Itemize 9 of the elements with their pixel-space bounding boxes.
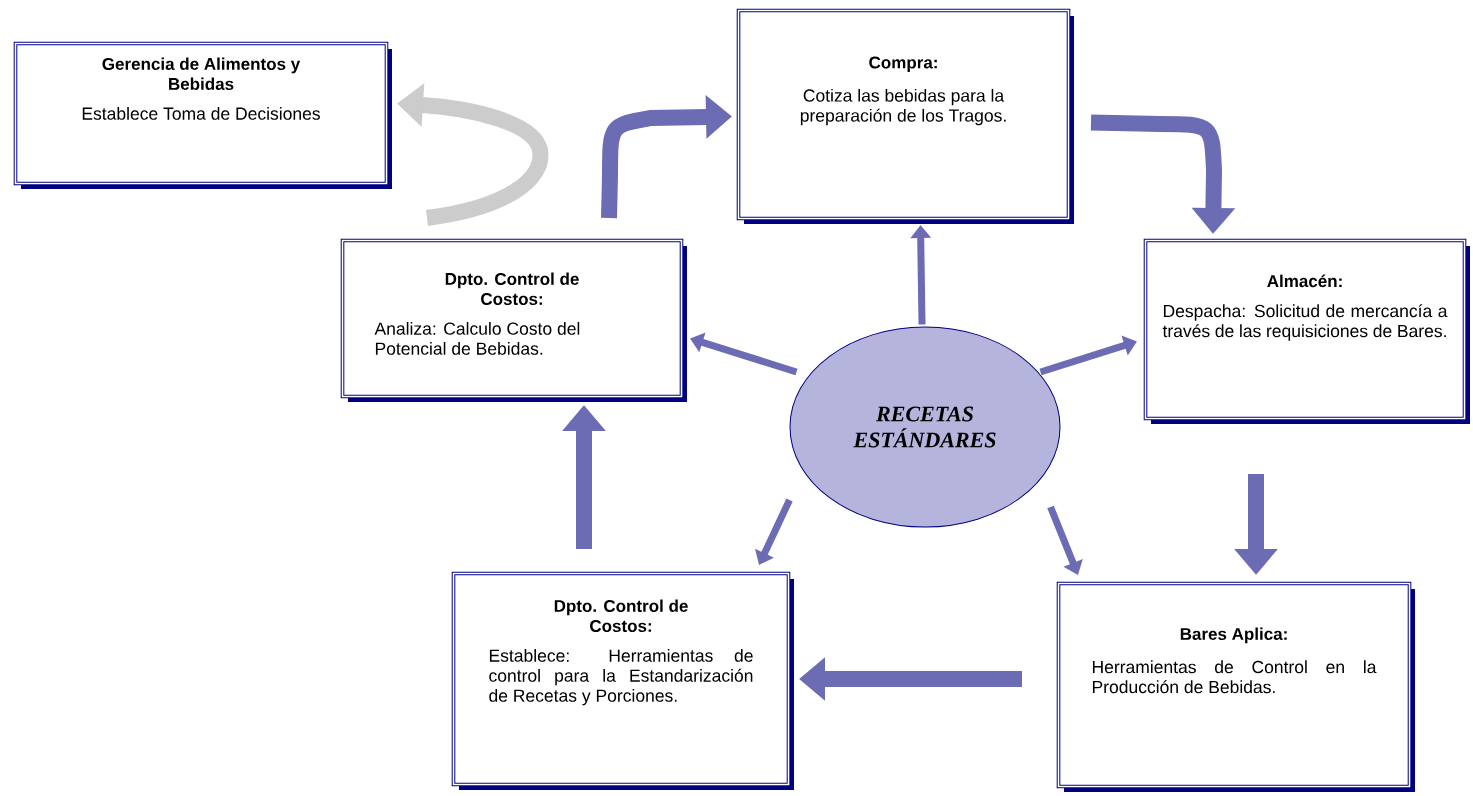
- block-arrow: [1039, 335, 1137, 376]
- process-box: Almacén: Despacha: Solicitud de mercancía a través de las requisiciones de Bares.: [1143, 238, 1470, 424]
- process-box: Gerencia de Alimentos y Bebidas Establece Toma de Decisiones: [13, 41, 392, 189]
- process-box: Dpto. Control de Costos: Analiza: Calculo Costo del Potencial de Bebidas.: [340, 238, 687, 402]
- block-arrow: [1047, 505, 1083, 575]
- process-box: Dpto. Control de Costos: Establece: Herramientas de control para la Estandarización de Recetas y Porciones.: [451, 571, 794, 790]
- block-arrow: [755, 498, 793, 565]
- process-box: Bares Aplica: Herramientas de Control en la Producción de Bebidas.: [1056, 581, 1415, 792]
- process-box: Compra: Cotiza las bebidas para la preparación de los Tragos.: [736, 8, 1074, 224]
